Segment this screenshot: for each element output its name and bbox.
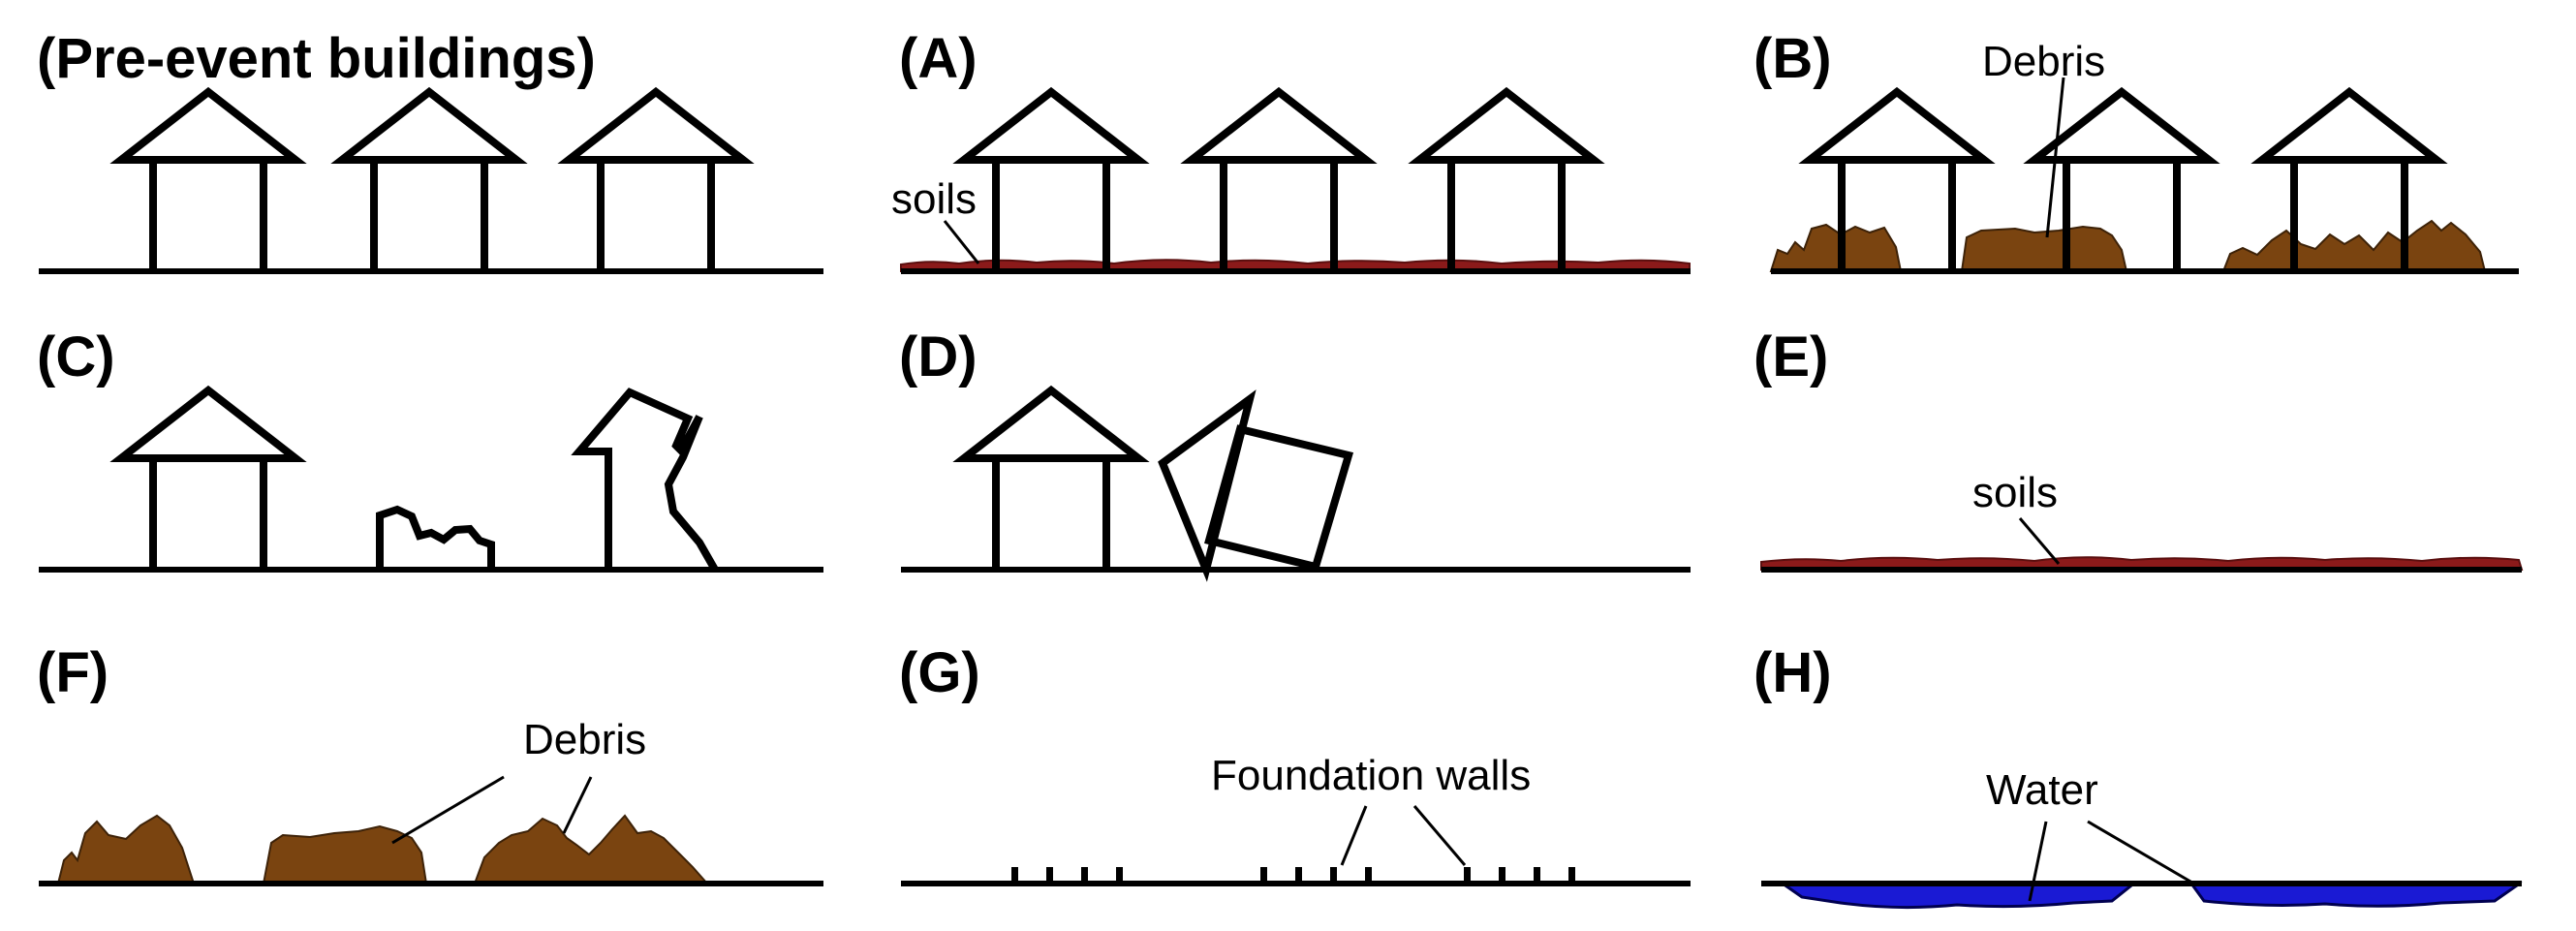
panel-title-c: (C) <box>37 326 115 388</box>
foundation-wall <box>1046 867 1053 884</box>
water-leader-line <box>2028 821 2048 902</box>
panel-h: (H) Water <box>1754 641 2523 910</box>
panel-g: (G) Foundation walls <box>899 641 1691 886</box>
foundation-wall <box>1330 867 1337 884</box>
building <box>121 390 295 567</box>
soils-leader-line <box>943 220 980 264</box>
foundation-wall <box>1116 867 1123 884</box>
debris-pile <box>1960 225 2128 272</box>
collapsed-building <box>376 505 495 570</box>
foundation-wall <box>1011 867 1018 884</box>
water-leader-line <box>2087 820 2198 887</box>
foundation-wall <box>1365 867 1372 884</box>
soils-leader-line <box>2018 517 2061 565</box>
panel-d: (D) <box>899 326 1691 582</box>
panel-title-e: (E) <box>1754 326 1828 388</box>
foundation-wall <box>1568 867 1575 884</box>
debris-pile <box>473 814 710 884</box>
panel-f: (F) Debris <box>37 641 823 886</box>
foundation-leader-line <box>1340 805 1368 866</box>
foundation-wall <box>1534 867 1540 884</box>
building <box>121 92 295 268</box>
building <box>964 390 1138 567</box>
foundation-wall <box>1499 867 1505 884</box>
panel-a: (A) soils <box>891 27 1691 274</box>
panel-pre-event: (Pre-event buildings) <box>37 27 823 274</box>
panel-e: (E) soils <box>1754 326 2524 573</box>
panel-title-b: (B) <box>1754 27 1832 90</box>
debris-pile <box>2221 219 2487 272</box>
damaged-building-wall <box>664 415 719 572</box>
foundation-wall <box>1464 867 1471 884</box>
foundation-walls-label: Foundation walls <box>1211 752 1531 799</box>
panel-title-a: (A) <box>899 27 978 90</box>
panel-title-f: (F) <box>37 641 109 704</box>
tilted-building-body <box>1204 424 1354 572</box>
debris-pile <box>262 824 428 884</box>
water-body <box>1778 882 2134 910</box>
debris-leader-line <box>562 776 593 834</box>
soils-label: soils <box>891 175 977 223</box>
water-label: Water <box>1986 766 2098 814</box>
soil-layer <box>1760 556 2524 571</box>
panel-title-d: (D) <box>899 326 978 388</box>
panel-title-g: (G) <box>899 641 980 704</box>
damaged-building <box>571 388 703 570</box>
debris-pile <box>56 814 196 884</box>
panel-title-pre-event: (Pre-event buildings) <box>37 27 596 90</box>
foundation-wall <box>1081 867 1088 884</box>
building <box>342 92 516 268</box>
debris-label: Debris <box>523 716 646 763</box>
debris-pile <box>1769 223 1903 272</box>
debris-label: Debris <box>1982 38 2105 85</box>
building <box>1419 92 1594 268</box>
water-body <box>2188 882 2523 908</box>
debris-leader-line <box>2045 77 2065 238</box>
debris-leader-line <box>391 775 505 845</box>
foundation-wall <box>1260 867 1267 884</box>
foundation-wall <box>1295 867 1302 884</box>
panel-title-h: (H) <box>1754 641 1832 704</box>
panel-b: (B) Debris <box>1754 27 2519 274</box>
building <box>569 92 743 268</box>
soils-label: soils <box>1972 469 2058 516</box>
building <box>1192 92 1366 268</box>
panel-c: (C) <box>37 326 823 573</box>
building <box>964 92 1138 268</box>
foundation-leader-line <box>1412 805 1467 866</box>
